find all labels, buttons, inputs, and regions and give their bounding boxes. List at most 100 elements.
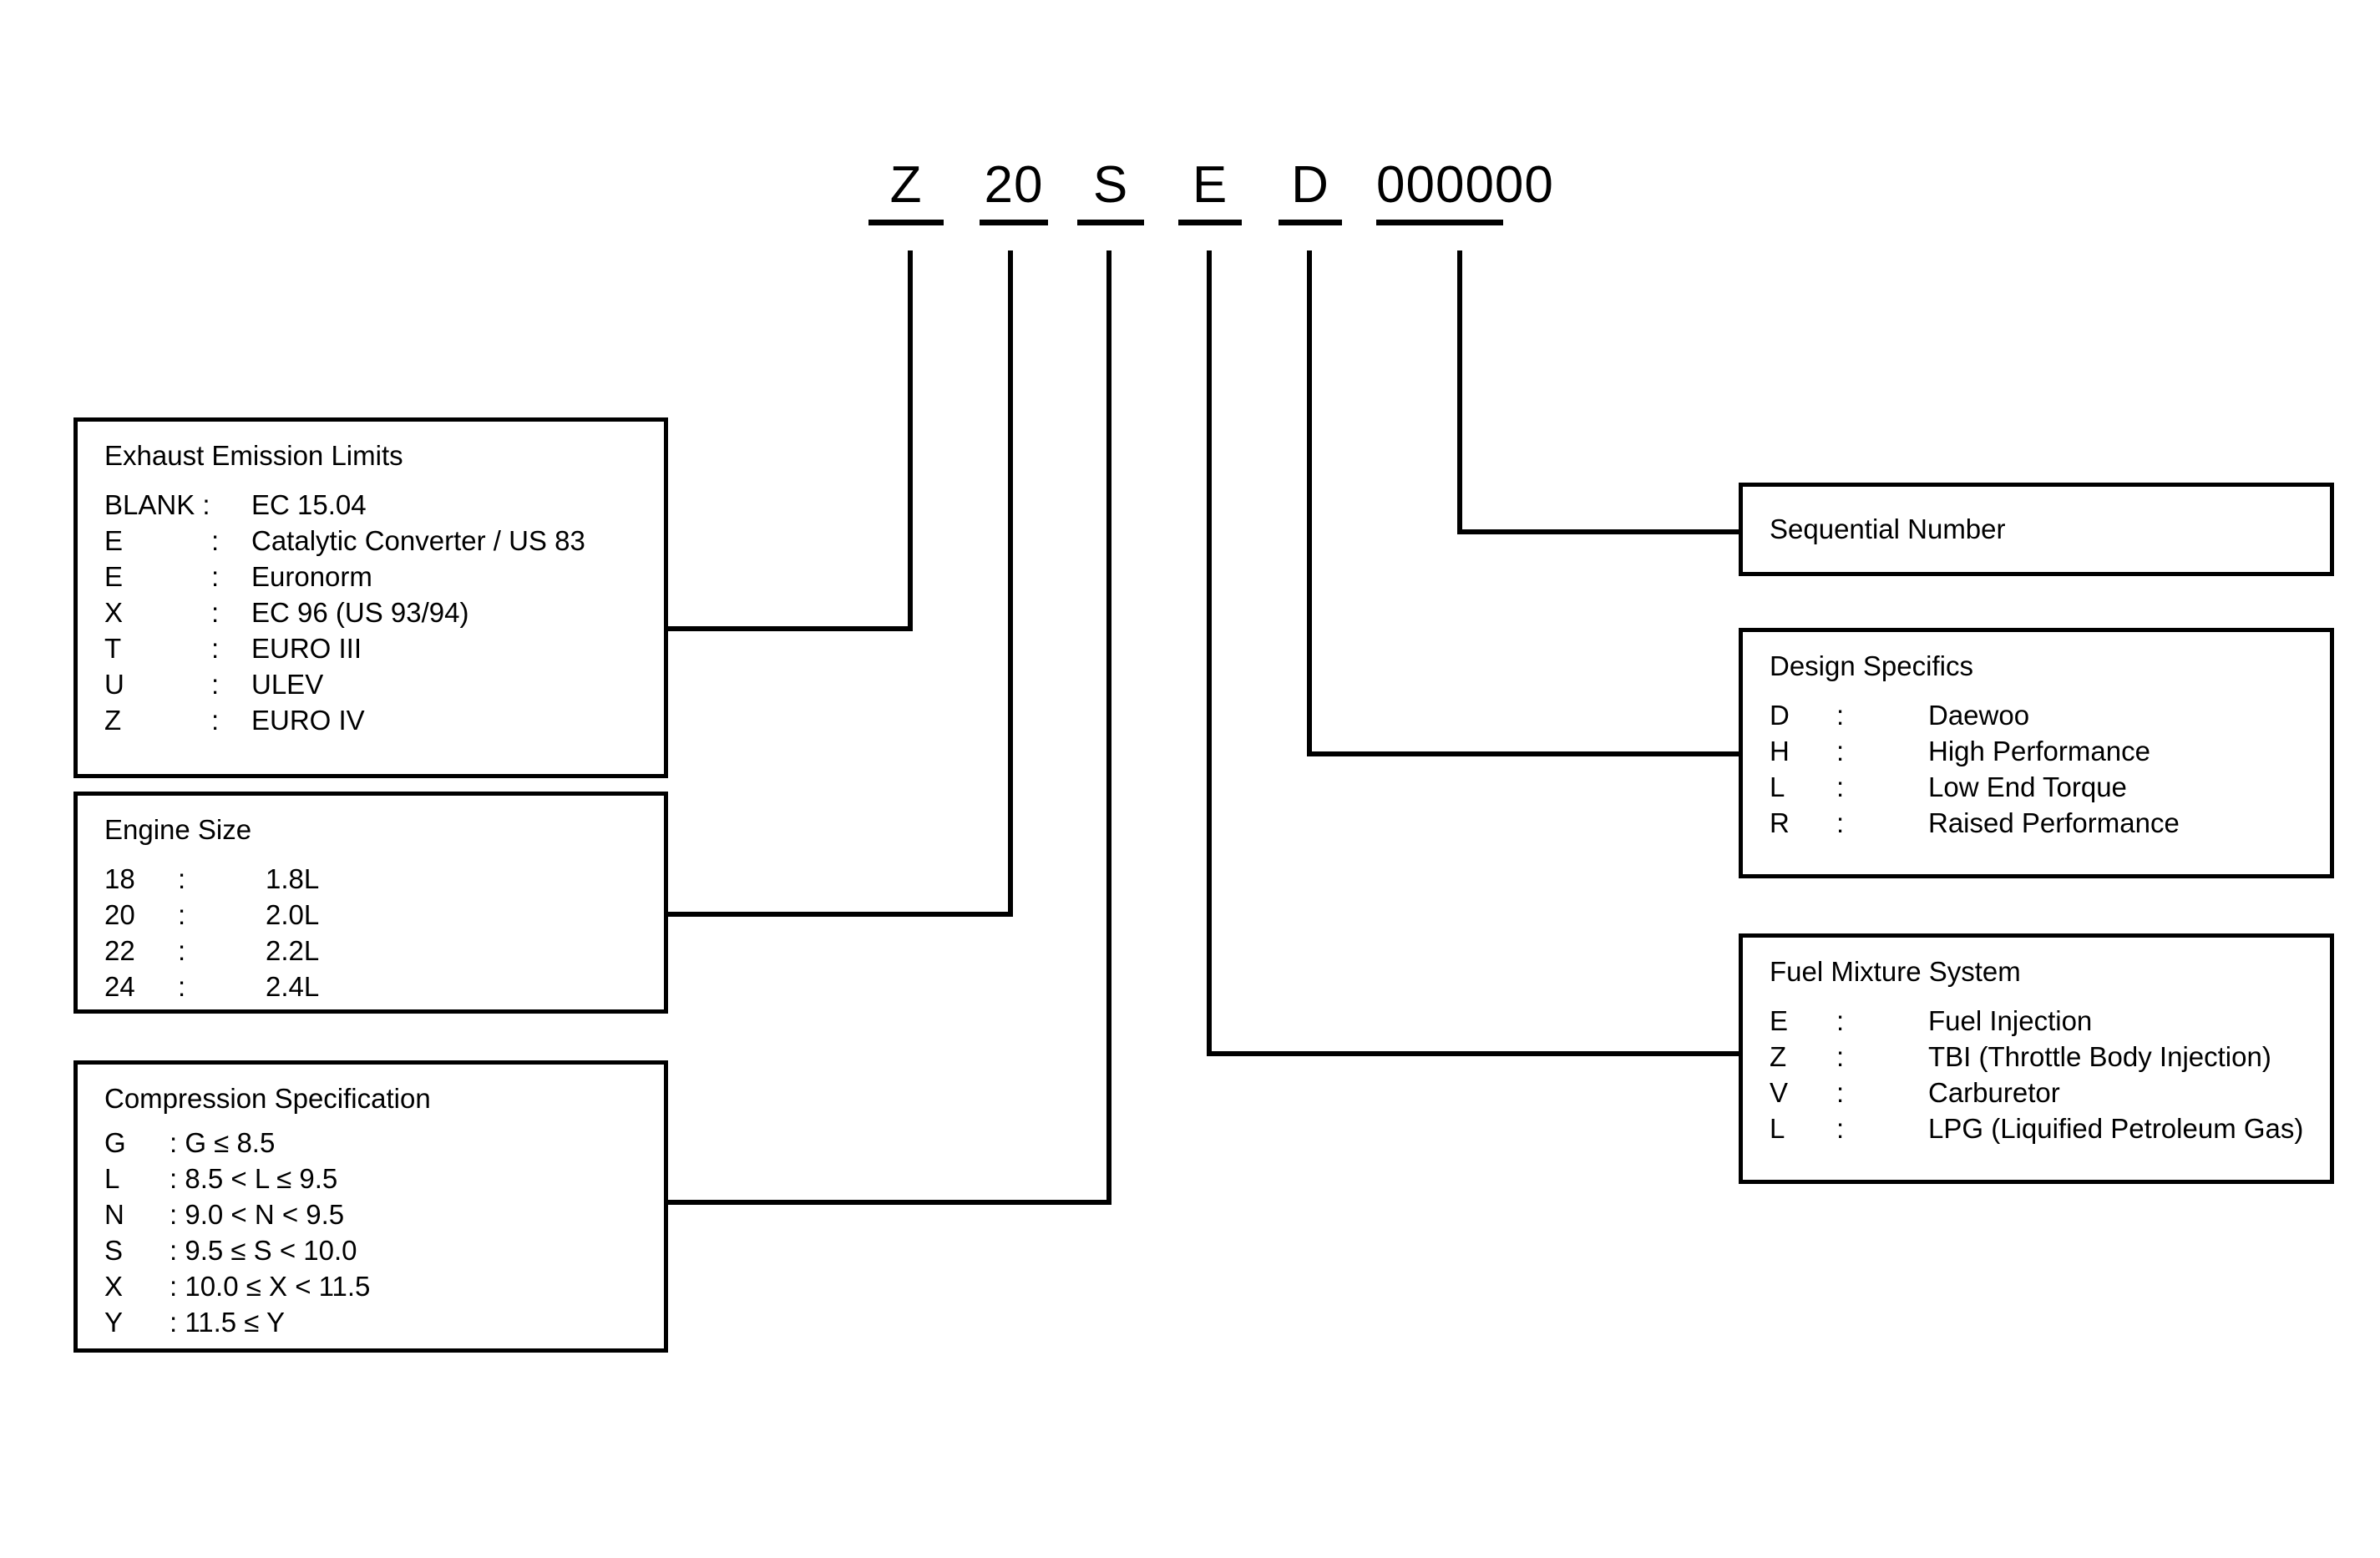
spec-key: U [104, 669, 124, 700]
spec-separator: : [1836, 807, 1845, 838]
box-title: Sequential Number [1770, 513, 2006, 544]
spec-key: X [104, 597, 124, 628]
code-underline [1077, 220, 1144, 225]
spec-value: 2.0L [266, 899, 320, 930]
box-fuel-mixture-system: Fuel Mixture System E : Fuel Injection Z… [1739, 933, 2334, 1184]
spec-key: L [104, 1163, 120, 1194]
spec-key: R [1770, 807, 1790, 838]
box-title: Design Specifics [1770, 650, 1973, 681]
spec-key: N [104, 1199, 124, 1230]
spec-key: H [1770, 736, 1790, 766]
code-segment-compression: S [1077, 154, 1144, 225]
spec-key: 20 [104, 899, 135, 930]
spec-value: Catalytic Converter / US 83 [251, 525, 585, 556]
connector-design [1307, 250, 1739, 756]
spec-key: Y [104, 1307, 124, 1338]
spec-row: T : EURO III [104, 630, 642, 666]
spec-value: EURO III [251, 633, 362, 664]
spec-row: E : Fuel Injection [1770, 1003, 2308, 1039]
spec-row: 18 : 1.8L [104, 861, 642, 897]
spec-separator: : [211, 525, 220, 556]
code-segment-sequential: 000000 [1376, 154, 1554, 225]
spec-value: : 8.5 < L ≤ 9.5 [170, 1163, 338, 1194]
spec-key: L [1770, 771, 1785, 802]
spec-row: R : Raised Performance [1770, 805, 2308, 841]
spec-row: L : 8.5 < L ≤ 9.5 [104, 1161, 642, 1196]
spec-row: D : Daewoo [1770, 697, 2308, 733]
spec-key: 22 [104, 935, 135, 966]
spec-separator: : [178, 971, 186, 1002]
spec-row: BLANK : EC 15.04 [104, 487, 642, 523]
code-underline [1376, 220, 1503, 225]
spec-value: ULEV [251, 669, 324, 700]
spec-key: E [1770, 1005, 1789, 1036]
spec-key: 18 [104, 863, 135, 894]
box-title: Engine Size [104, 814, 252, 845]
spec-key: E [104, 561, 124, 592]
spec-value: LPG (Liquified Petroleum Gas) [1928, 1113, 2304, 1144]
code-underline [868, 220, 944, 225]
spec-value: Daewoo [1928, 700, 2030, 731]
code-segment-text: Z [889, 156, 923, 214]
spec-separator: : [211, 561, 220, 592]
spec-row: V : Carburetor [1770, 1075, 2308, 1110]
box-rows: 18 : 1.8L 20 : 2.0L 22 : 2.2L 24 : 2.4L [104, 861, 642, 1004]
spec-value: 2.2L [266, 935, 320, 966]
spec-value: High Performance [1928, 736, 2150, 766]
spec-value: : G ≤ 8.5 [170, 1127, 276, 1158]
spec-row: 20 : 2.0L [104, 897, 642, 933]
spec-value: : 9.0 < N < 9.5 [170, 1199, 345, 1230]
spec-key: G [104, 1127, 126, 1158]
spec-row: Z : EURO IV [104, 702, 642, 738]
spec-value: 2.4L [266, 971, 320, 1002]
code-segment-design: D [1279, 154, 1342, 225]
box-title: Exhaust Emission Limits [104, 440, 403, 471]
spec-separator: : [1836, 771, 1845, 802]
code-segment-text: 000000 [1376, 156, 1554, 214]
code-segment-text: S [1092, 156, 1129, 214]
spec-row: X : EC 96 (US 93/94) [104, 594, 642, 630]
code-underline [1279, 220, 1342, 225]
spec-value: EC 96 (US 93/94) [251, 597, 469, 628]
spec-separator: : [211, 597, 220, 628]
spec-row: 24 : 2.4L [104, 969, 642, 1004]
box-rows: G : G ≤ 8.5 L : 8.5 < L ≤ 9.5 N : 9.0 < … [104, 1125, 642, 1340]
box-compression-specification: Compression Specification G : G ≤ 8.5 L … [73, 1060, 668, 1353]
box-sequential-number: Sequential Number [1739, 483, 2334, 576]
spec-value: 1.8L [266, 863, 320, 894]
spec-row: X : 10.0 ≤ X < 11.5 [104, 1268, 642, 1304]
spec-key: BLANK : [104, 489, 210, 520]
spec-row: Y : 11.5 ≤ Y [104, 1304, 642, 1340]
engine-code-row: Z 20 S E D 000000 [868, 154, 1554, 263]
spec-separator: : [1836, 1077, 1845, 1108]
spec-value: Fuel Injection [1928, 1005, 2093, 1036]
spec-value: : 10.0 ≤ X < 11.5 [170, 1271, 371, 1302]
code-segment-fuel: E [1178, 154, 1242, 225]
code-segment-text: D [1291, 156, 1329, 214]
spec-value: : 9.5 ≤ S < 10.0 [170, 1235, 357, 1266]
spec-key: E [104, 525, 124, 556]
connector-engine-size [664, 250, 1013, 917]
box-title: Compression Specification [104, 1083, 431, 1114]
spec-separator: : [211, 669, 220, 700]
box-exhaust-emission-limits: Exhaust Emission Limits BLANK : EC 15.04… [73, 417, 668, 778]
spec-value: Raised Performance [1928, 807, 2180, 838]
spec-value: : 11.5 ≤ Y [170, 1307, 285, 1338]
spec-separator: : [178, 863, 186, 894]
box-rows: BLANK : EC 15.04 E : Catalytic Converter… [104, 487, 642, 738]
spec-row: E : Catalytic Converter / US 83 [104, 523, 642, 559]
spec-row: N : 9.0 < N < 9.5 [104, 1196, 642, 1232]
spec-value: Carburetor [1928, 1077, 2060, 1108]
spec-value: EC 15.04 [251, 489, 367, 520]
spec-separator: : [1836, 1041, 1845, 1072]
spec-key: S [104, 1235, 124, 1266]
spec-separator: : [1836, 736, 1845, 766]
spec-key: 24 [104, 971, 135, 1002]
spec-row: S : 9.5 ≤ S < 10.0 [104, 1232, 642, 1268]
spec-value: EURO IV [251, 705, 365, 736]
spec-row: Z : TBI (Throttle Body Injection) [1770, 1039, 2308, 1075]
code-segment-exhaust: Z [868, 154, 944, 225]
spec-separator: : [1836, 700, 1845, 731]
spec-row: U : ULEV [104, 666, 642, 702]
